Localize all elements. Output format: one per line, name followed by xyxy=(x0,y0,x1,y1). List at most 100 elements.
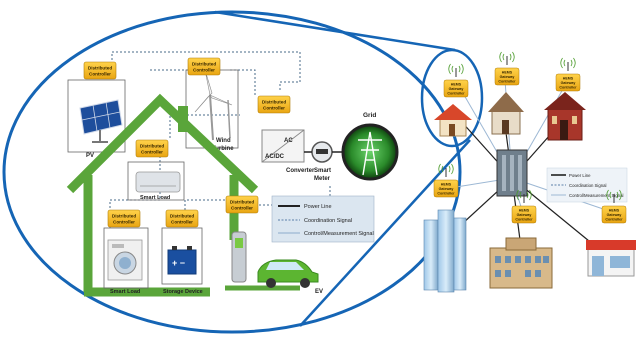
distributed-controllers: DistributedControllerDistributedControll… xyxy=(83,57,291,228)
hems-label-line2: Gateway xyxy=(607,213,622,217)
shop-icon xyxy=(586,240,636,277)
skyscrapers-icon xyxy=(423,209,467,293)
controller-label-line1: Distributed xyxy=(230,200,254,205)
ev-charger-icon xyxy=(225,231,300,291)
controller-label-line2: Controller xyxy=(141,150,163,155)
hems-label-line3: Controller xyxy=(447,92,465,96)
hems-label-line1: HEMS xyxy=(563,77,574,81)
svg-text:+ −: + − xyxy=(172,258,185,268)
grid-icon xyxy=(341,123,399,181)
pv-label: PV xyxy=(86,153,94,159)
turbine-label: Turbine xyxy=(212,146,234,152)
hems-label-line1: HEMS xyxy=(441,183,452,187)
zoom-ellipse xyxy=(2,10,462,334)
wind-label: Wind xyxy=(216,138,231,144)
legend-right-control: Control/Measurement Signal xyxy=(569,193,623,198)
smart-load-top-box xyxy=(127,161,185,201)
washing-machine-icon xyxy=(107,239,143,281)
converter-label: Converter xyxy=(286,168,315,174)
controller-label-line2: Controller xyxy=(171,220,193,225)
converter-icon xyxy=(261,129,305,163)
controller-label-line1: Distributed xyxy=(88,66,112,71)
grid-label: Grid xyxy=(363,112,376,119)
hems-label-line3: Controller xyxy=(605,218,623,222)
storage-label: Storage Device xyxy=(163,289,203,295)
wifi-icon xyxy=(499,51,515,65)
storage-box xyxy=(161,227,203,285)
legend-left-power: Power Line xyxy=(304,204,332,210)
wifi-icon xyxy=(606,189,622,203)
wifi-icon xyxy=(448,63,464,77)
wifi-antennas xyxy=(438,51,622,203)
hems-label-line2: Gateway xyxy=(439,187,454,191)
hems-label-line1: HEMS xyxy=(519,209,530,213)
wind-turbine-icon xyxy=(194,69,233,141)
meter-label: Meter xyxy=(314,176,331,182)
acdc-label: AC/DC xyxy=(265,154,285,160)
legend-left-control: Control/Measurement Signal xyxy=(304,231,374,237)
controller-label-line2: Controller xyxy=(231,206,253,211)
legend-right: Power Line Coordination Signal Control/M… xyxy=(546,167,628,203)
hems-label-line1: HEMS xyxy=(502,71,513,75)
smart-label: Smart xyxy=(314,168,331,174)
hems-label-line2: Gateway xyxy=(517,213,532,217)
house-outline xyxy=(66,93,259,297)
transformer-icon xyxy=(496,149,528,197)
controller-label-line1: Distributed xyxy=(262,100,286,105)
hems-label-line2: Gateway xyxy=(449,87,464,91)
pv-box xyxy=(67,79,126,153)
smart-load-top-label: Smart Load xyxy=(140,195,170,201)
controller-label-line1: Distributed xyxy=(140,144,164,149)
hems-label-line3: Controller xyxy=(498,80,516,84)
wifi-icon xyxy=(516,189,532,203)
controller-label-line2: Controller xyxy=(263,106,285,111)
zoom-line-bottom xyxy=(299,139,471,327)
ev-label: EV xyxy=(315,289,323,295)
smart-meter-icon xyxy=(304,141,344,163)
controller-label-line1: Distributed xyxy=(112,214,136,219)
hems-label-line2: Gateway xyxy=(500,75,515,79)
legend-right-power: Power Line xyxy=(569,173,591,178)
hems-label-line3: Controller xyxy=(559,86,577,90)
house-small-red-roof-icon xyxy=(434,104,472,137)
ac-label: AC xyxy=(284,138,293,144)
church-icon xyxy=(544,92,586,141)
hems-label-line3: Controller xyxy=(515,218,533,222)
hems-label-line3: Controller xyxy=(437,192,455,196)
wifi-icon xyxy=(560,57,576,71)
controller-label-line1: Distributed xyxy=(192,62,216,67)
controller-label-line2: Controller xyxy=(89,72,111,77)
hems-label-line2: Gateway xyxy=(561,81,576,85)
hems-label-line1: HEMS xyxy=(609,209,620,213)
air-conditioner-icon xyxy=(135,171,181,193)
zoom-line-top xyxy=(214,10,456,52)
wifi-icon xyxy=(438,163,454,177)
controller-label-line2: Controller xyxy=(193,68,215,73)
house-tudor-icon xyxy=(488,92,524,135)
battery-icon: + − xyxy=(167,246,197,275)
smart-load-bottom-box xyxy=(103,227,149,289)
legend-left: Power Line Coordination Signal Control/M… xyxy=(271,195,375,243)
pv-panel-icon xyxy=(79,99,123,143)
smart-load-bottom-label: Smart Load xyxy=(110,289,140,295)
hotel-building-icon xyxy=(489,237,553,289)
zoom-target-ellipse xyxy=(420,48,484,148)
chimney xyxy=(178,106,188,132)
hems-controllers: HEMSGatewayControllerHEMSGatewayControll… xyxy=(433,67,627,224)
controller-label-line1: Distributed xyxy=(170,214,194,219)
